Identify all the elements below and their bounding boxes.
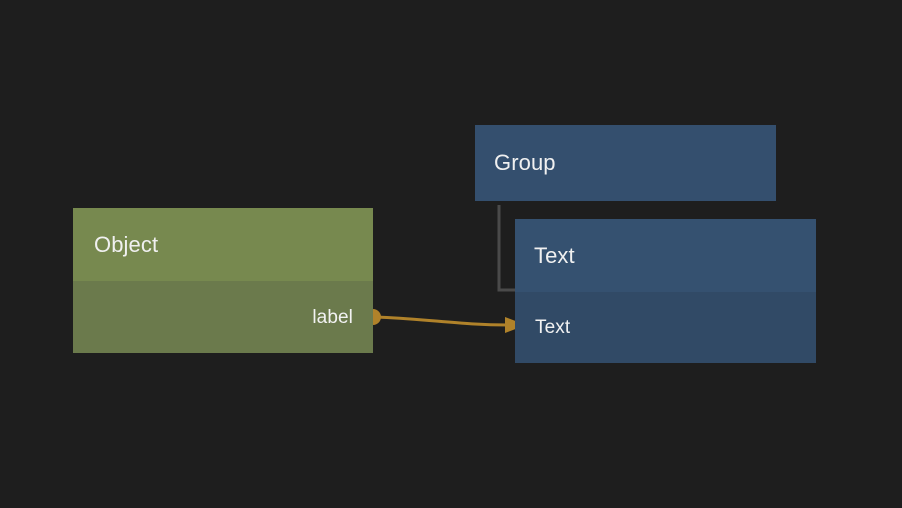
label-to-text-edge[interactable] bbox=[373, 315, 512, 327]
node-text[interactable]: Text Text bbox=[515, 219, 816, 363]
node-group-title: Group bbox=[494, 150, 556, 175]
group-to-text-bracket bbox=[497, 205, 516, 292]
node-text-row-text-label: Text bbox=[535, 317, 571, 338]
node-object-row-label-text: label bbox=[312, 306, 353, 328]
node-object[interactable]: Object label bbox=[73, 208, 373, 353]
node-group[interactable]: Group bbox=[475, 125, 776, 201]
node-group-header[interactable]: Group bbox=[475, 125, 776, 201]
node-object-title: Object bbox=[94, 231, 159, 257]
node-object-row-label[interactable]: label bbox=[73, 281, 373, 353]
node-text-title: Text bbox=[534, 242, 575, 268]
node-text-row-text[interactable]: Text bbox=[515, 292, 816, 363]
node-text-header[interactable]: Text bbox=[515, 219, 816, 292]
node-object-header[interactable]: Object bbox=[73, 208, 373, 281]
